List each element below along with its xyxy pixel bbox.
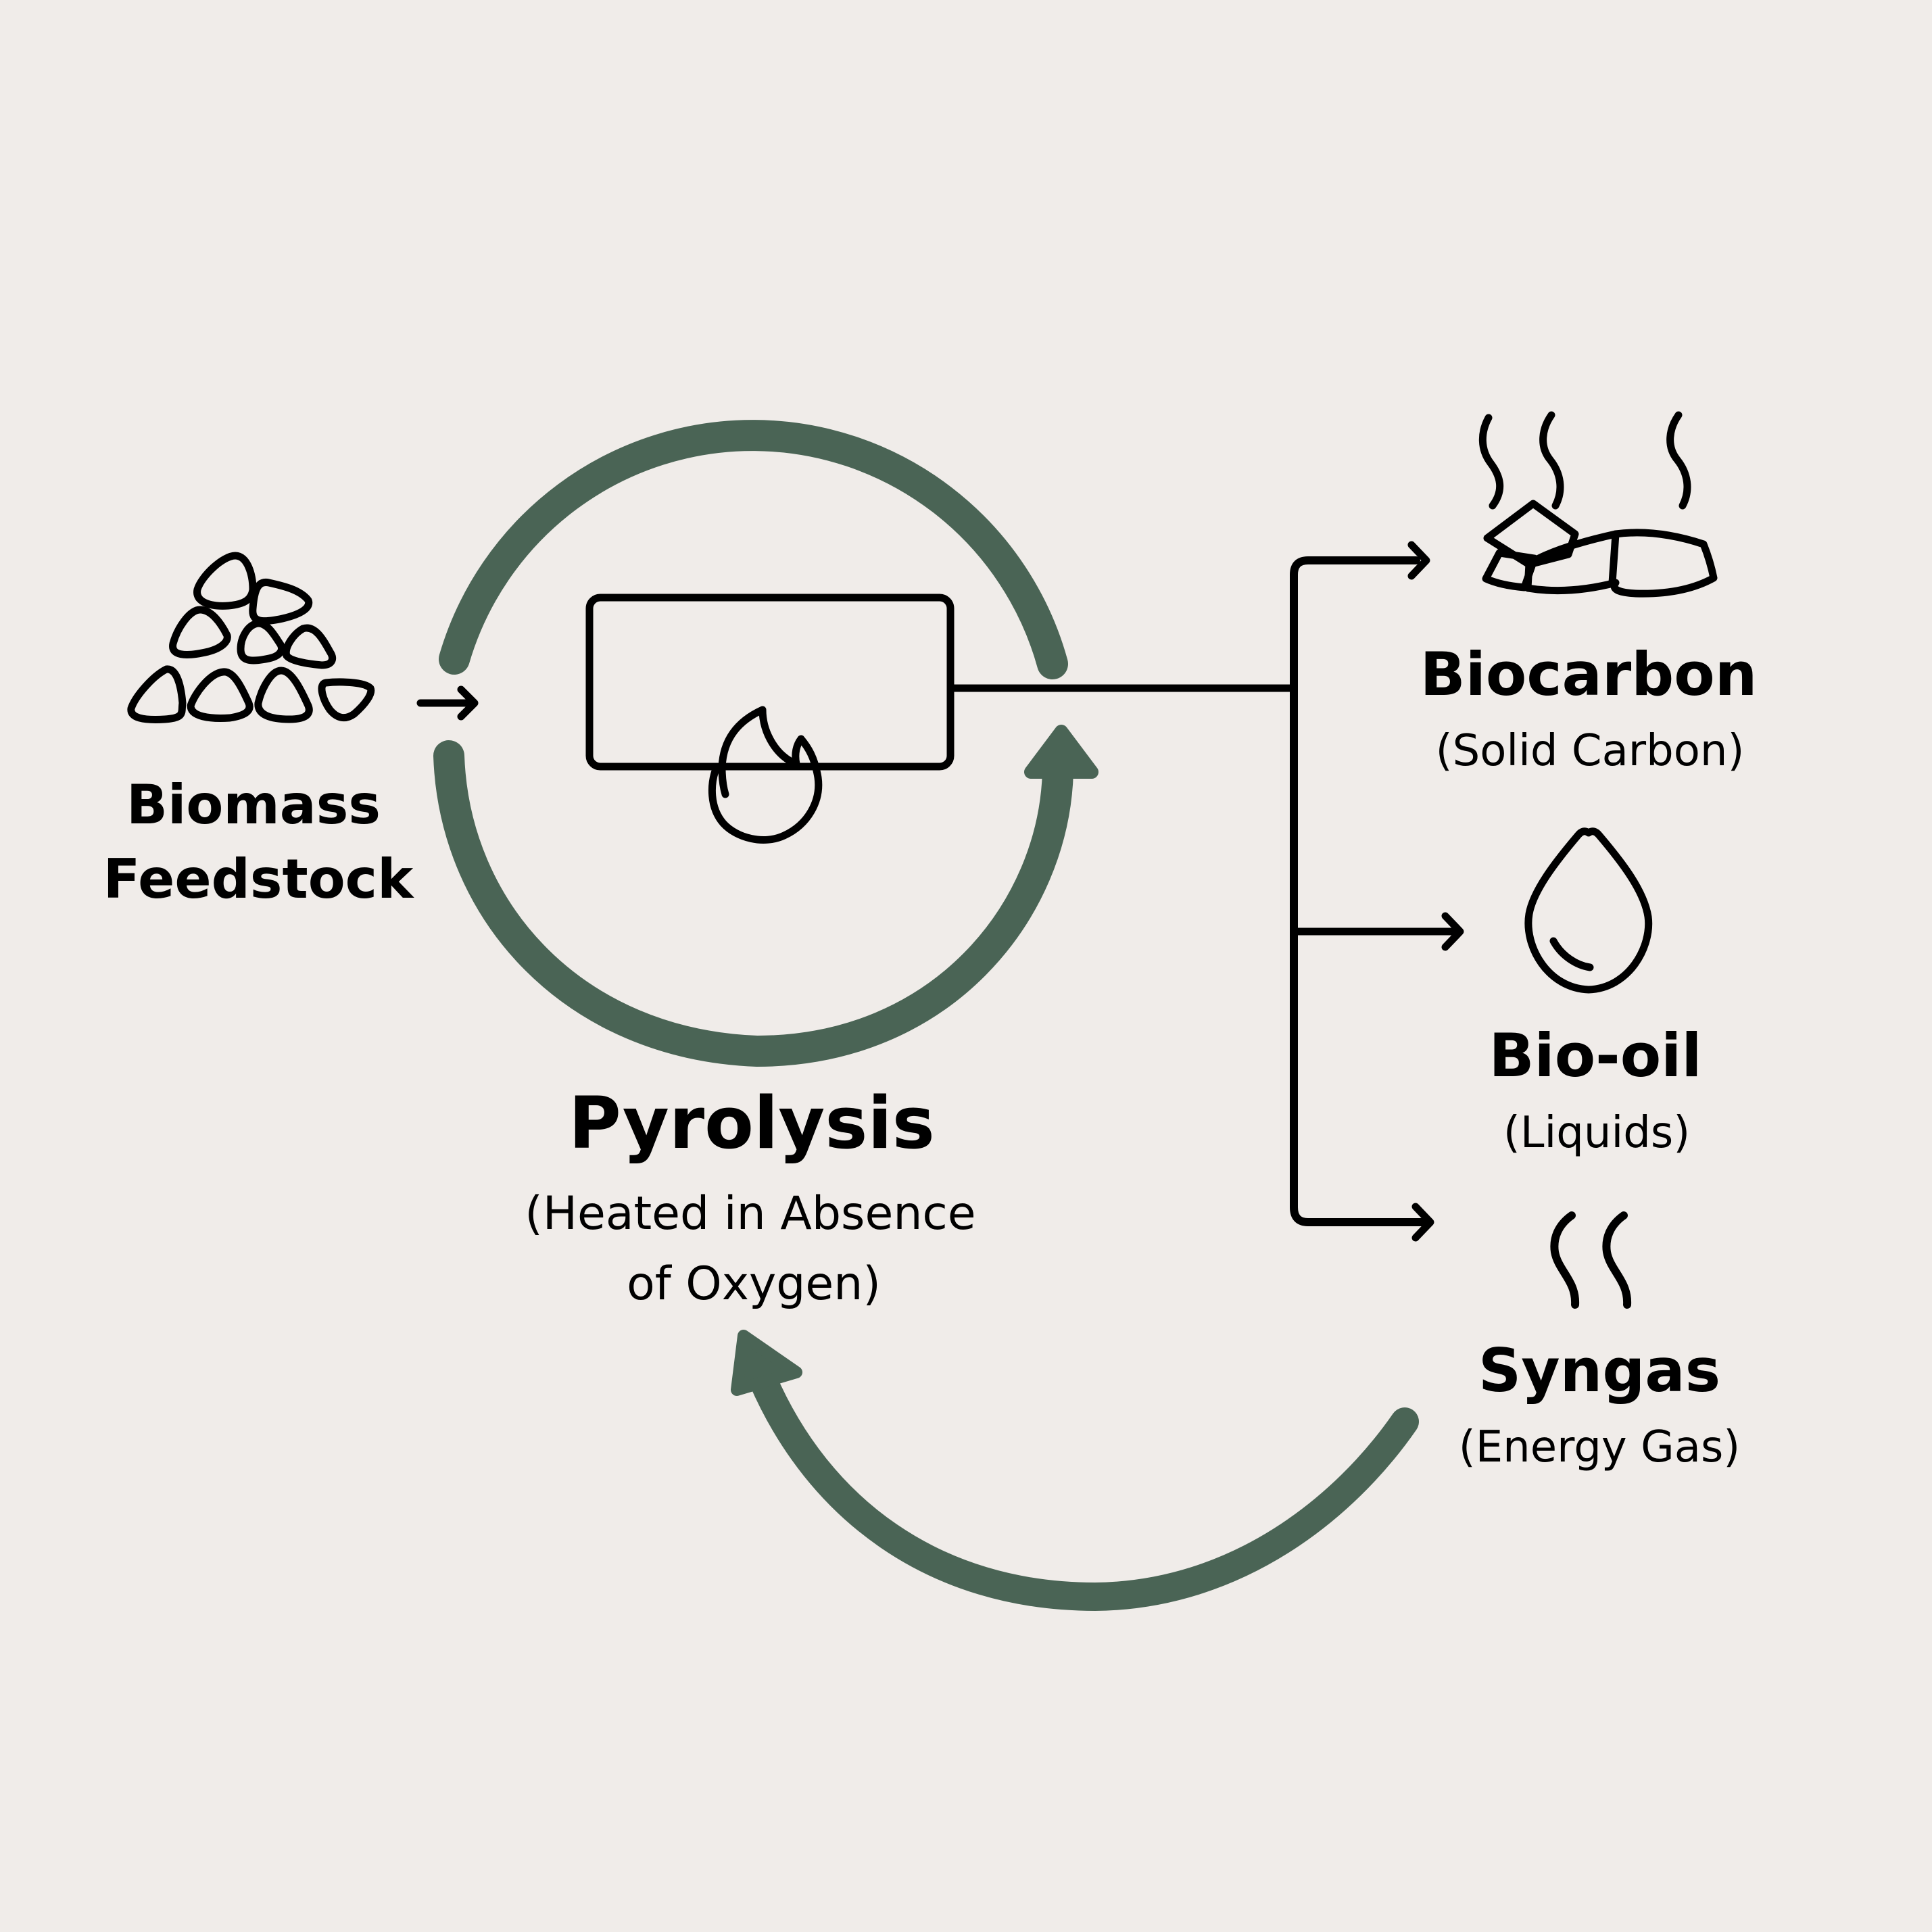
biomass-title-line2: Feedstock: [103, 848, 414, 911]
arrow-to-bio-oil: [1441, 912, 1464, 951]
pyrolysis-subtitle-line1: (Heated in Absence: [525, 1187, 975, 1240]
syngas-subtitle: (Energy Gas): [1459, 1422, 1741, 1472]
cycle-arrowhead: [1024, 725, 1098, 779]
output-bracket: [946, 541, 1464, 1242]
bio-oil-subtitle: (Liquids): [1503, 1108, 1690, 1158]
arrow-to-biocarbon: [1407, 541, 1430, 580]
reactor-flame-icon: [585, 594, 955, 844]
droplet-icon: [1524, 827, 1653, 994]
arrow-to-syngas: [1411, 1203, 1434, 1242]
gas-steam-icon: [1550, 1211, 1632, 1309]
bio-oil-title: Bio-oil: [1489, 1021, 1701, 1090]
pyrolysis-cycle: [433, 420, 1098, 1067]
biocarbon-title: Biocarbon: [1420, 639, 1758, 709]
pyrolysis-subtitle-line2: of Oxygen): [627, 1257, 881, 1311]
biomass-title-line1: Biomass: [126, 773, 381, 836]
biomass-pile-icon: [127, 552, 375, 723]
cycle-top-arc: [439, 420, 1068, 679]
syngas-recycle-arrow: [731, 1330, 1419, 1612]
hot-charcoal-icon: [1478, 411, 1718, 598]
input-arrow: [416, 685, 479, 721]
syngas-title: Syngas: [1478, 1336, 1720, 1405]
biocarbon-subtitle: (Solid Carbon): [1436, 726, 1745, 776]
cycle-bottom-arc: [433, 740, 1073, 1067]
pyrolysis-title: Pyrolysis: [569, 1082, 935, 1165]
